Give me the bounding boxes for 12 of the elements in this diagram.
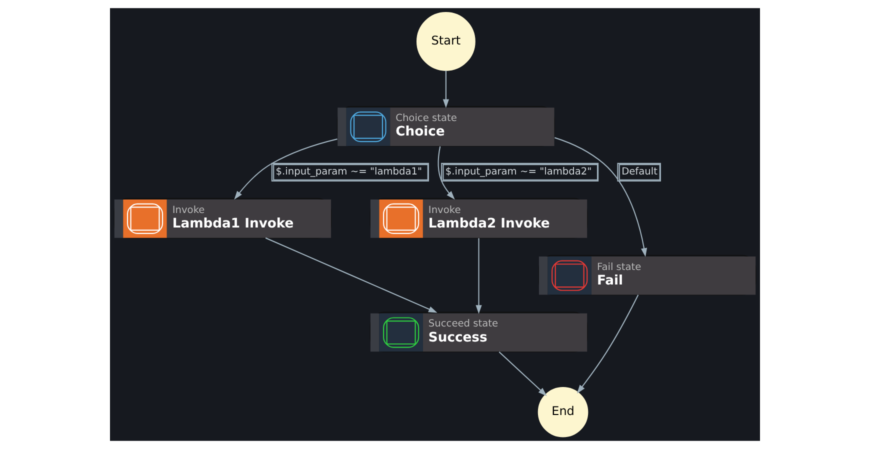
arrow — [476, 238, 482, 314]
arrow — [442, 70, 450, 108]
arrow — [576, 294, 639, 394]
arrow — [498, 352, 547, 396]
node-circle: Start — [416, 12, 476, 71]
edge-label: $.input_param ~= "lambda2" — [445, 166, 592, 178]
edge-label: $.input_param ~= "lambda1" — [276, 166, 422, 178]
edge-label: Default — [622, 166, 658, 178]
arrow — [234, 138, 338, 200]
arrow — [265, 237, 438, 313]
arrow — [438, 146, 455, 200]
arrow — [554, 137, 648, 257]
